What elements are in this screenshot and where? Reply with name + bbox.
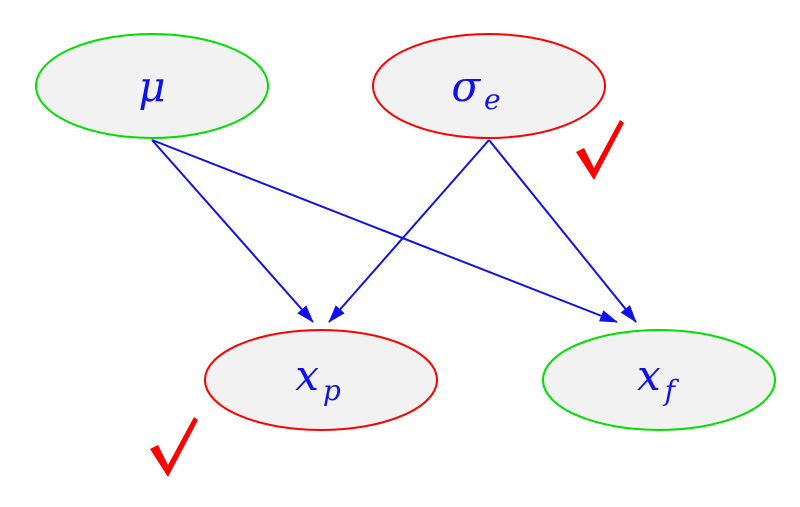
node-x-f: x f [542, 329, 776, 431]
node-x-f-ellipse [542, 329, 776, 431]
node-mu-ellipse [35, 33, 269, 139]
node-mu-symbol: μ [138, 62, 165, 111]
check-mark-x-p-icon [150, 417, 198, 477]
edge-sigma-to-xp [328, 139, 490, 323]
edge-mu-to-xp [151, 139, 314, 323]
node-sigma-e-ellipse [372, 33, 606, 139]
node-mu-label: μ [138, 62, 165, 111]
node-x-p-label: x p [295, 351, 341, 407]
node-sigma-e-symbol: σ [451, 62, 481, 111]
node-x-p-subscript: p [323, 374, 341, 407]
edges [151, 139, 637, 323]
node-x-p-ellipse [204, 329, 438, 431]
check-mark-sigma-e-icon [576, 120, 624, 180]
node-sigma-e: σ e [372, 33, 606, 139]
check-mark-icon [150, 417, 198, 477]
node-sigma-e-label: σ e [451, 62, 500, 116]
node-x-f-symbol: x [637, 351, 661, 400]
edge-sigma-to-xf [488, 139, 637, 323]
check-mark-icon [576, 120, 624, 180]
node-x-p: x p [204, 329, 438, 431]
node-x-p-symbol: x [295, 351, 319, 400]
node-mu: μ [35, 33, 269, 139]
edge-mu-to-xf [151, 139, 618, 323]
node-sigma-e-subscript: e [484, 83, 501, 116]
